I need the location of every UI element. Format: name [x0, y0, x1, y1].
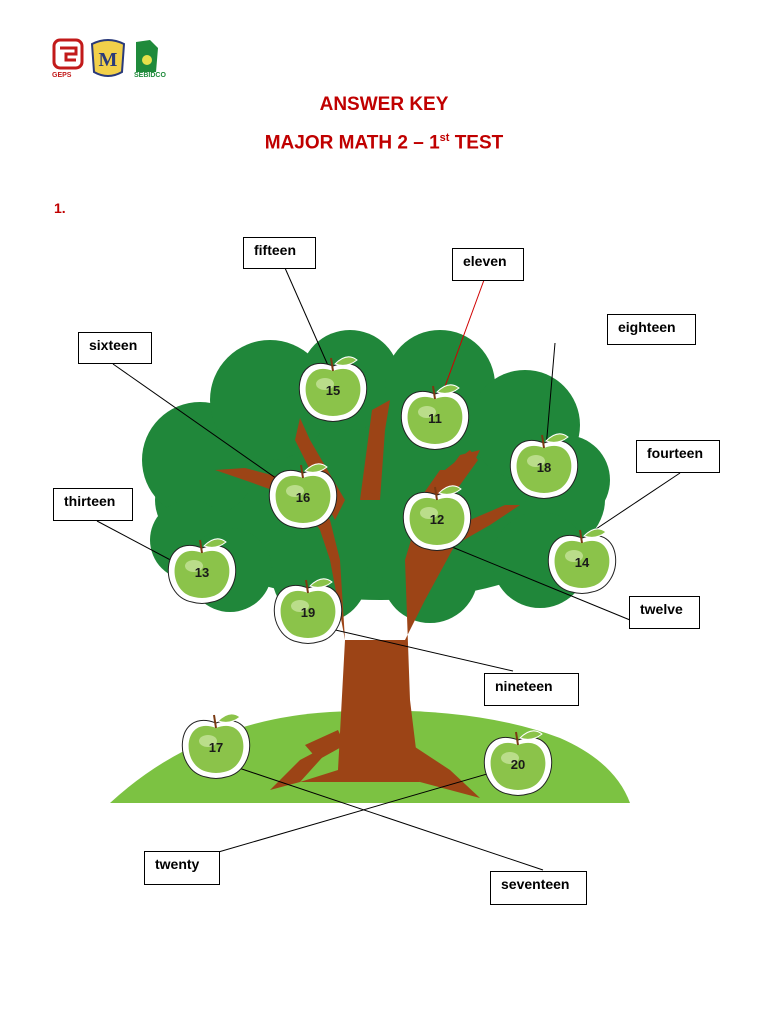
word-box-seventeen: seventeen [490, 871, 587, 905]
line-sixteen [112, 363, 301, 496]
word-box-fourteen: fourteen [636, 440, 720, 473]
apple-18: 18 [510, 433, 578, 499]
line-fifteen [284, 267, 331, 371]
word-box-twelve: twelve [629, 596, 700, 629]
line-nineteen [304, 622, 514, 672]
line-twelve [434, 539, 631, 621]
svg-text:M: M [99, 49, 118, 71]
apple-12: 12 [403, 485, 471, 551]
page-subtitle: MAJOR MATH 2 – 1st TEST [0, 132, 768, 154]
apple-number: 12 [430, 512, 444, 527]
word-box-thirteen: thirteen [53, 488, 133, 521]
word-box-nineteen: nineteen [484, 673, 579, 706]
word-box-eleven: eleven [452, 248, 524, 281]
question-number: 1. [54, 200, 66, 216]
apple-20: 20 [484, 730, 552, 796]
apple-number: 17 [209, 740, 223, 755]
sebidco-logo [136, 40, 158, 72]
subtitle-end: TEST [449, 132, 504, 154]
apple-17: 17 [182, 713, 250, 779]
apple-19: 19 [274, 578, 342, 644]
geps-logo [52, 38, 84, 70]
word-box-fifteen: fifteen [243, 237, 316, 269]
apple-16: 16 [269, 463, 337, 529]
connector-lines [96, 267, 681, 871]
line-twenty [214, 764, 519, 854]
line-fourteen [589, 472, 681, 534]
subtitle-sup: st [439, 132, 450, 144]
m-crest-logo: M [90, 39, 126, 77]
sebidco-logo-label: SEBIDCO [134, 72, 166, 79]
line-seventeen [214, 759, 544, 871]
subtitle-main: MAJOR MATH 2 – 1 [264, 132, 440, 154]
apple-number: 20 [511, 757, 525, 772]
apple-number: 16 [296, 490, 310, 505]
line-eleven [439, 279, 485, 401]
apple-number: 19 [301, 605, 315, 620]
word-box-eighteen: eighteen [607, 314, 696, 345]
apple-11: 11 [401, 384, 469, 450]
apple-15: 15 [299, 356, 367, 422]
apple-number: 18 [537, 460, 551, 475]
apples: 15 11 18 16 12 14 13 19 17 20 [168, 356, 616, 796]
apple-14: 14 [548, 528, 616, 594]
apple-number: 13 [195, 565, 209, 580]
apple-number: 15 [326, 383, 340, 398]
apple-13: 13 [168, 538, 236, 604]
word-box-sixteen: sixteen [78, 332, 152, 364]
page-title: ANSWER KEY [319, 94, 449, 115]
apple-number: 11 [428, 411, 442, 426]
word-box-twenty: twenty [144, 851, 220, 885]
apple-number: 14 [575, 555, 590, 570]
geps-logo-label: GEPS [52, 72, 72, 79]
